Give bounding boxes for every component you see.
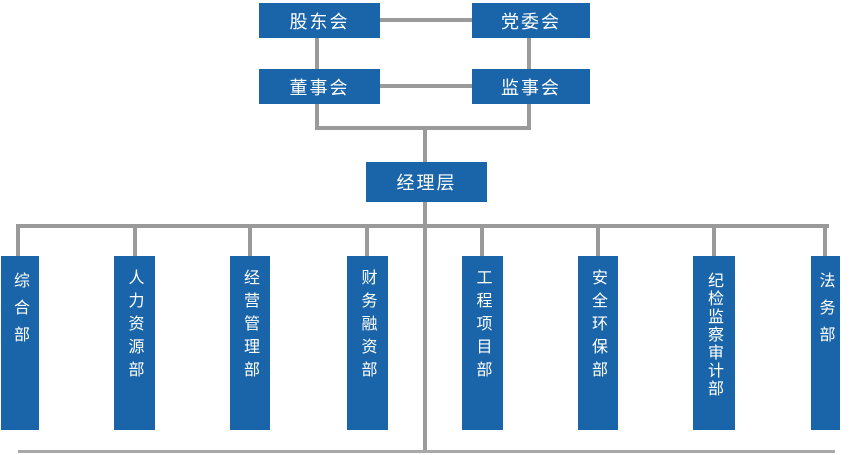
party-committee-box: 党委会	[472, 3, 590, 38]
dept-engineering-label: 工程项目部	[473, 269, 493, 384]
connector-drop-finance	[365, 224, 369, 256]
connector-distribution-bar	[16, 224, 829, 228]
connector-board-down	[315, 104, 319, 130]
dept-operations-label: 经营管理部	[241, 269, 260, 384]
connector-drop-legal	[823, 224, 827, 256]
connector-drop-operations	[248, 224, 252, 256]
baseline	[18, 450, 835, 453]
dept-engineering: 工程项目部	[462, 256, 503, 430]
dept-safety-label: 安全环保部	[589, 269, 608, 384]
dept-hr-label: 人力资源部	[125, 269, 145, 384]
connector-shareholders-board	[315, 38, 319, 69]
dept-discipline-audit-label: 纪检监察审计部	[705, 272, 724, 398]
dept-safety: 安全环保部	[578, 256, 618, 430]
dept-general-label: 综合部	[11, 272, 30, 353]
shareholders-meeting-box: 股东会	[259, 3, 380, 38]
dept-discipline-audit: 纪检监察审计部	[693, 256, 735, 430]
supervisory-board-box: 监事会	[472, 69, 590, 104]
management-layer-box: 经理层	[366, 162, 487, 202]
connector-management-trunk	[423, 202, 427, 450]
connector-drop-general	[16, 224, 20, 256]
dept-legal: 法务部	[811, 256, 840, 430]
board-of-directors-box: 董事会	[259, 69, 380, 104]
connector-drop-hr	[133, 224, 137, 256]
dept-legal-label: 法务部	[816, 272, 836, 353]
dept-finance-label: 财务融资部	[358, 269, 378, 384]
connector-party-supervisory	[527, 38, 531, 69]
connector-bracket-to-management	[423, 126, 427, 162]
connector-supervisory-down	[527, 104, 531, 130]
dept-general: 综合部	[1, 256, 39, 430]
dept-hr: 人力资源部	[114, 256, 155, 430]
connector-drop-engineering	[480, 224, 484, 256]
connector-shareholders-party	[380, 18, 472, 22]
connector-drop-discipline-audit	[712, 224, 716, 256]
connector-drop-safety	[596, 224, 600, 256]
dept-operations: 经营管理部	[230, 256, 270, 430]
dept-finance: 财务融资部	[347, 256, 388, 430]
connector-board-supervisory	[380, 84, 472, 88]
